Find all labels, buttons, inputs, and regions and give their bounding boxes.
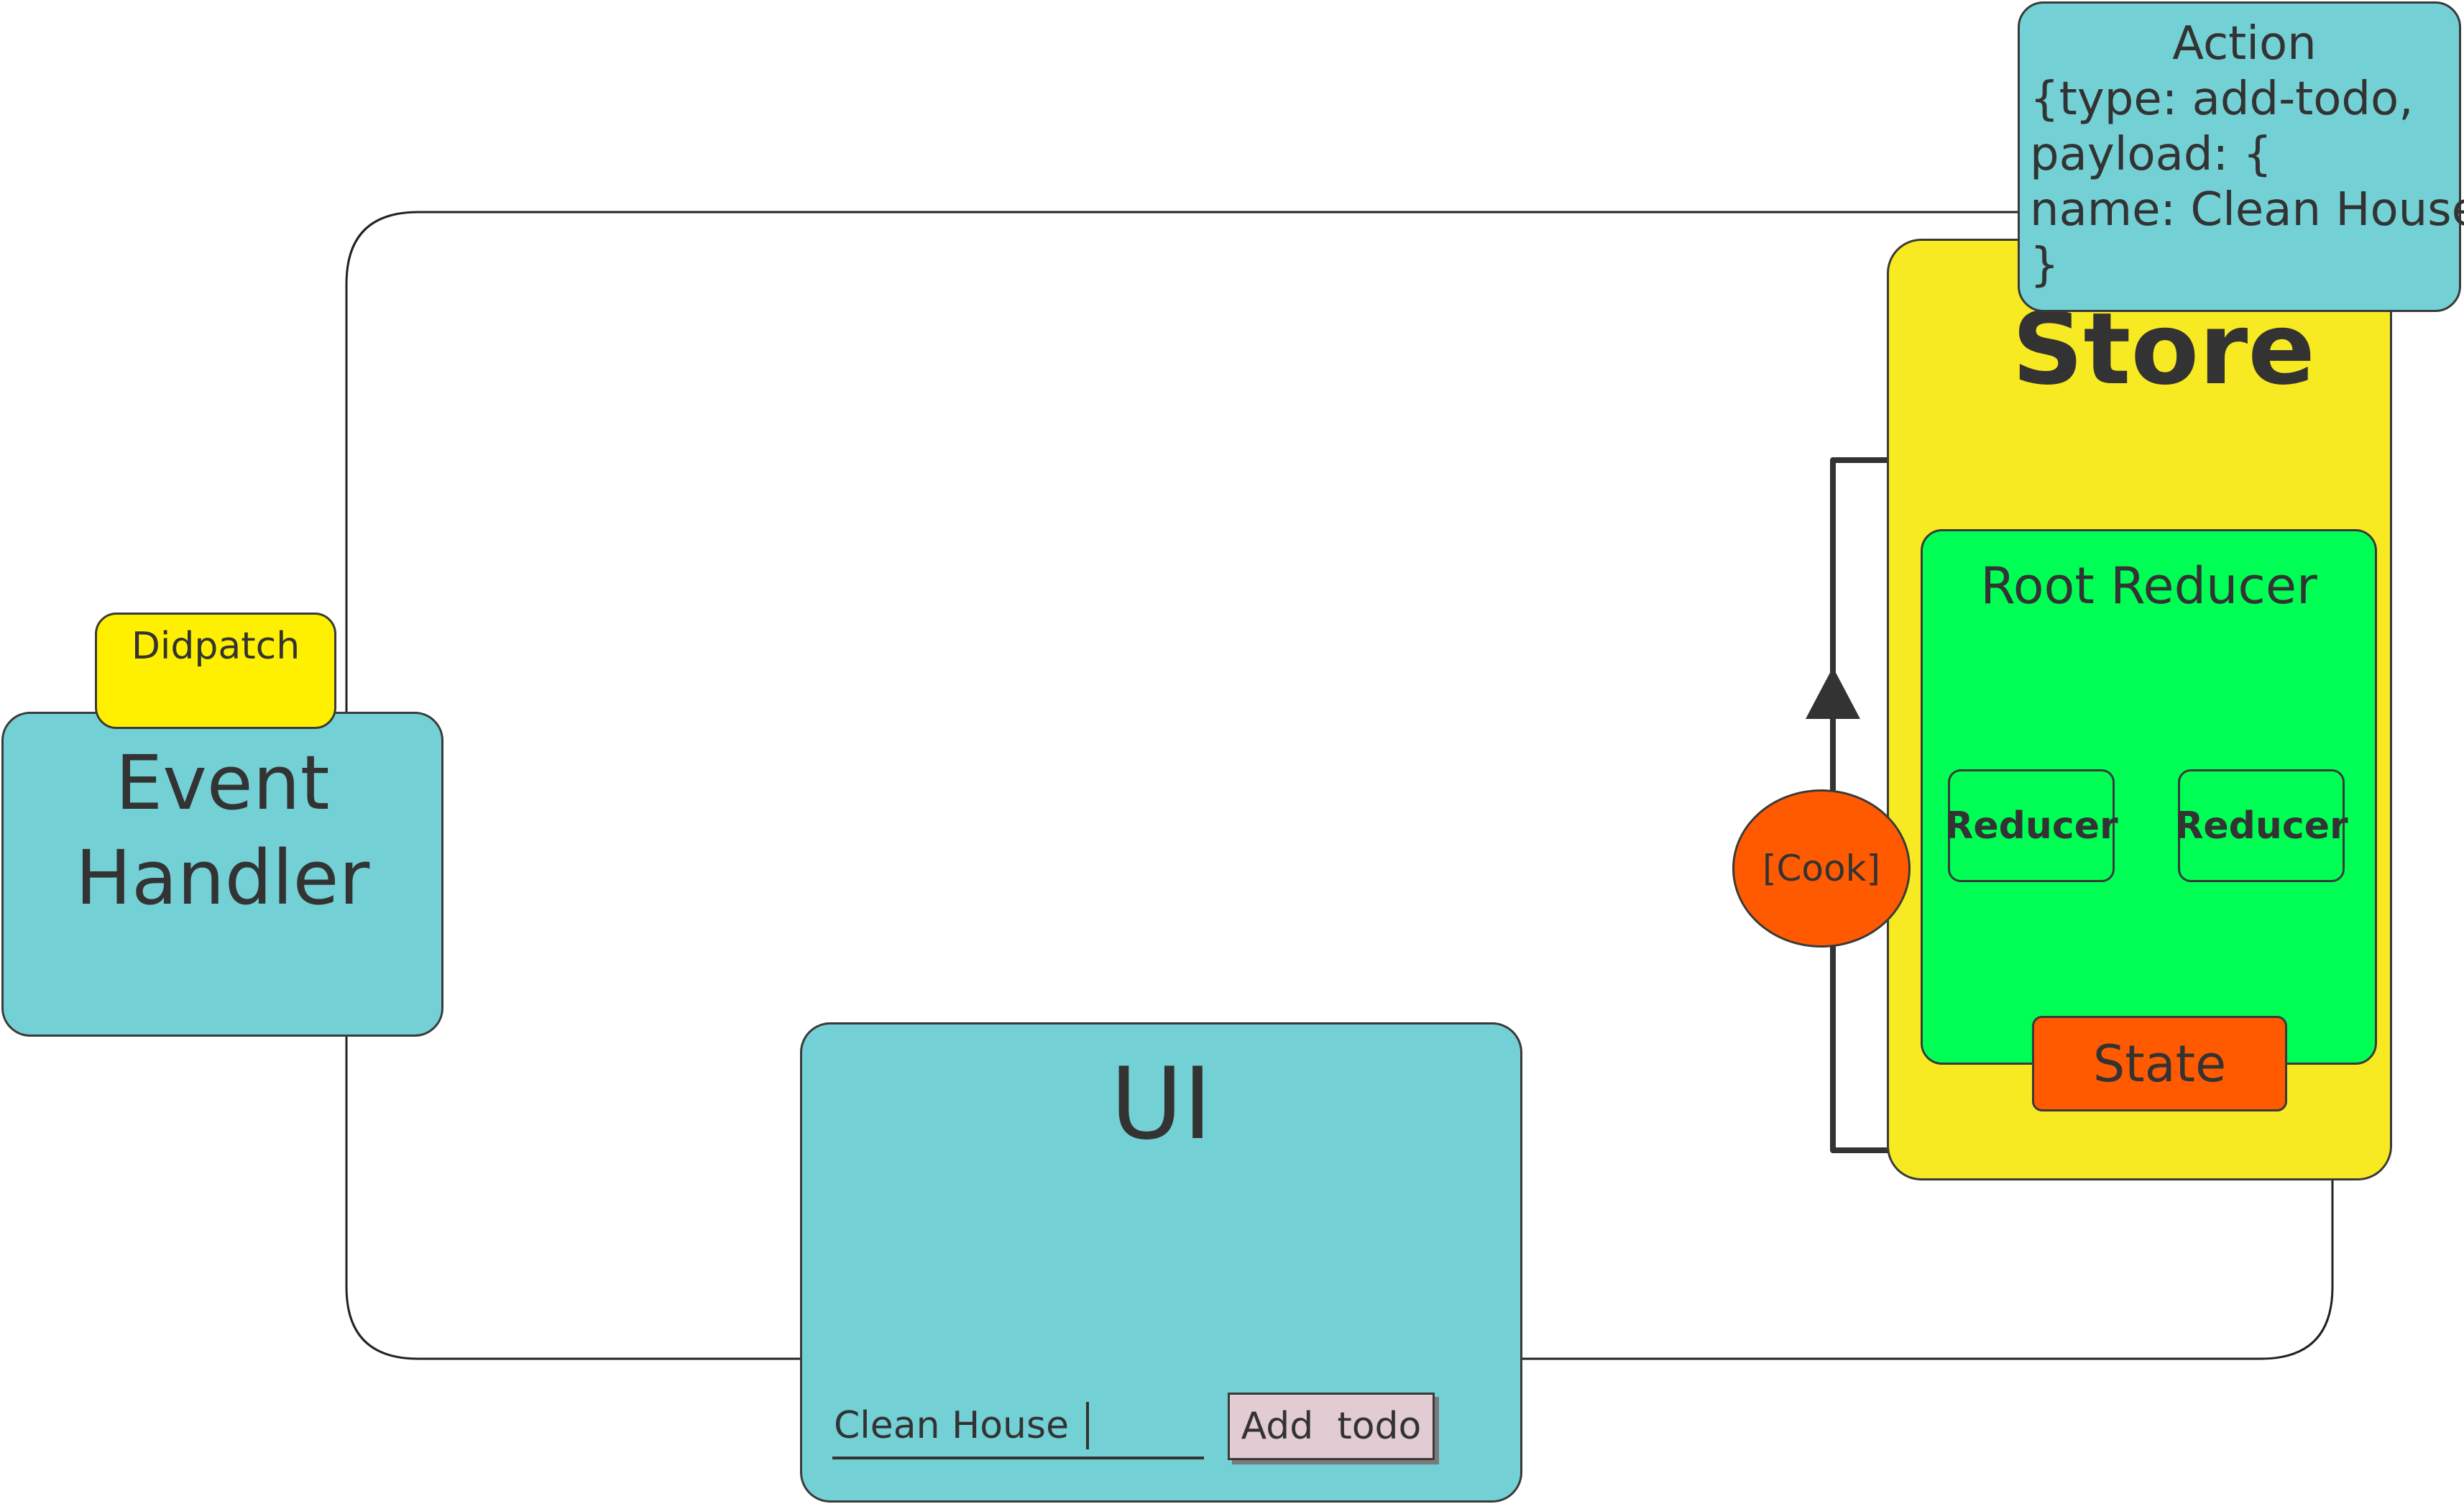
flow-bottom-left-line bbox=[345, 1037, 800, 1360]
reducer-box: Reducer bbox=[1944, 769, 2118, 882]
action-line: name: Clean House bbox=[2030, 183, 2464, 237]
cook-circle: [Cook] bbox=[1732, 789, 1911, 948]
text-caret bbox=[1086, 1402, 1090, 1449]
root-reducer-title: Root Reducer bbox=[1980, 556, 2317, 615]
event-handler-title-line2: Handler bbox=[75, 834, 370, 922]
event-handler-box: Event Handler bbox=[1, 712, 443, 1037]
action-line: {type: add-todo, bbox=[2030, 73, 2414, 126]
event-handler-title-line1: Event bbox=[115, 739, 330, 827]
flow-loop-line bbox=[345, 211, 2020, 719]
action-box: Action {type: add-todo, payload: { name:… bbox=[2018, 1, 2464, 312]
ui-title: UI bbox=[1110, 1045, 1213, 1162]
dispatch-tag: Didpatch bbox=[95, 613, 336, 729]
action-line: payload: { bbox=[2030, 128, 2273, 181]
action-title: Action bbox=[2172, 17, 2317, 70]
todo-input[interactable]: Clean House bbox=[832, 1395, 1204, 1459]
state-box: State bbox=[2032, 1016, 2287, 1111]
add-todo-button[interactable]: Add todo bbox=[1228, 1393, 1435, 1460]
action-line: } bbox=[2030, 239, 2059, 292]
state-loop-arrow-head bbox=[1806, 667, 1860, 719]
reducer-box: Reducer bbox=[2174, 769, 2348, 882]
todo-input-value: Clean House bbox=[834, 1404, 1070, 1447]
flow-bottom-line bbox=[1522, 1179, 2334, 1360]
